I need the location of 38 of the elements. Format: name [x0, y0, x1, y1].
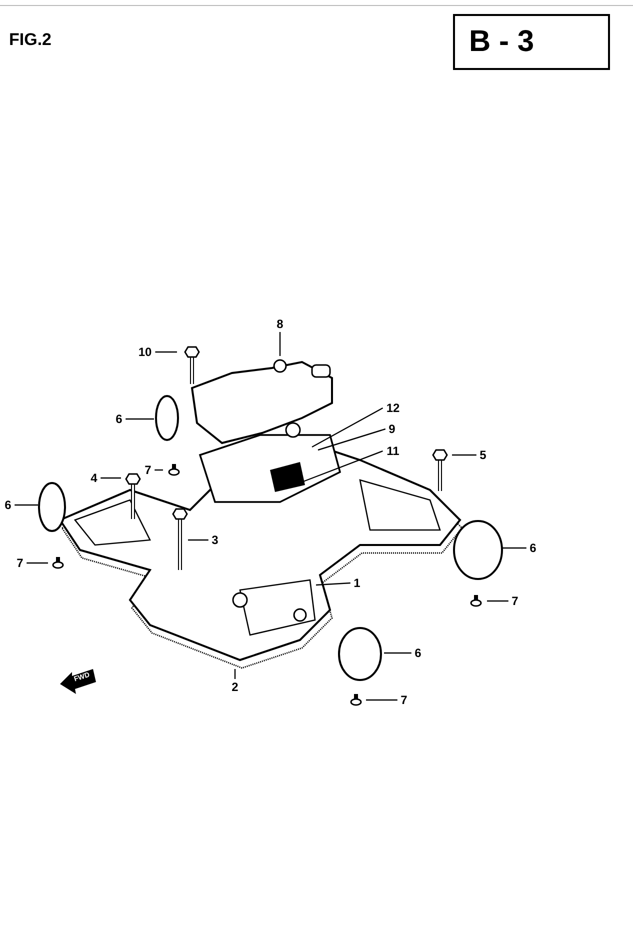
section-box: B - 3 [453, 14, 610, 70]
callout-number: 7 [16, 557, 24, 569]
leader-line [126, 418, 154, 420]
callout-number: 7 [512, 595, 518, 607]
callout-number: 7 [144, 464, 152, 476]
leader-line [302, 450, 384, 483]
leader-line [318, 428, 386, 451]
callout-number: 4 [90, 472, 98, 484]
leader-line [234, 669, 236, 679]
callout-number: 1 [354, 577, 360, 589]
leader-line [26, 562, 48, 564]
callout-number: 2 [232, 681, 238, 693]
leader-line [279, 332, 281, 356]
leader-line [316, 582, 350, 586]
callout-number: 11 [386, 445, 400, 457]
leader-line [452, 454, 476, 456]
leader-line [188, 539, 208, 541]
leader-line [100, 477, 121, 479]
figure-title: FIG.2 [9, 31, 52, 48]
callout-number: 5 [480, 449, 486, 461]
leader-line [487, 600, 508, 602]
callout-number: 3 [212, 534, 218, 546]
callout-number: 7 [400, 694, 408, 706]
callout-number: 8 [276, 318, 284, 330]
leader-line [384, 652, 412, 654]
leader-line [154, 469, 163, 471]
callout-number: 6 [116, 413, 122, 425]
callout-number: 6 [4, 499, 12, 511]
leader-line [366, 699, 398, 701]
callout-number: 6 [414, 647, 422, 659]
leader-line [502, 547, 526, 549]
leader-line [312, 407, 384, 448]
leader-line [155, 351, 177, 353]
callout-number: 6 [530, 542, 536, 554]
leader-line [14, 504, 38, 506]
callout-number: 10 [138, 346, 152, 358]
callout-number: 9 [388, 423, 396, 435]
callout-number: 12 [386, 402, 400, 414]
